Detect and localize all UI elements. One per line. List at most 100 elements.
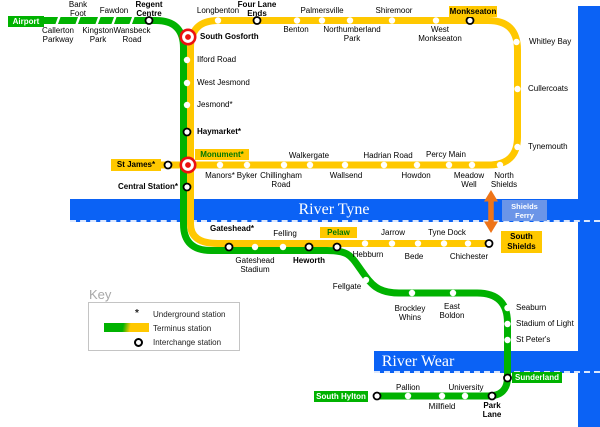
station-marker-dot: [251, 243, 259, 251]
station-label: Percy Main: [425, 150, 467, 159]
station-marker-ring: [372, 391, 382, 401]
station-marker-tick: [111, 15, 117, 26]
underground-asterisk-icon: *: [135, 308, 139, 319]
station-marker-ring: [484, 239, 494, 248]
station-marker-dot: [445, 161, 453, 169]
station-marker-dot: [341, 161, 349, 169]
station-label: Wallsend: [329, 171, 363, 180]
station-label: Gateshead*: [209, 224, 255, 233]
station-marker-ring: [224, 242, 234, 252]
station-marker-dot: [513, 38, 520, 46]
station-label: Jarrow: [380, 228, 406, 237]
station-marker-tick: [95, 15, 101, 26]
station-marker-dot: [380, 161, 388, 169]
station-marker-dot: [216, 161, 224, 169]
key-legend: * Underground station Terminus station I…: [88, 302, 240, 351]
station-marker-ring: [252, 16, 262, 25]
station-marker-ring: [503, 373, 512, 383]
station-label: Tynemouth: [528, 142, 568, 151]
station-label: Gateshead Stadium: [235, 256, 275, 274]
river-wear-label: River Wear: [381, 353, 455, 370]
station-label: West Jesmond: [197, 78, 250, 87]
terminus-south-hylton: South Hylton: [314, 391, 368, 402]
terminus-south-shields: South Shields: [501, 231, 542, 253]
station-label: Heworth: [293, 256, 325, 265]
station-marker-tick: [75, 15, 81, 26]
station-marker-dot: [438, 392, 446, 400]
station-label: Seaburn: [516, 303, 547, 312]
station-label: Meadow Well: [453, 171, 485, 189]
station-label: Manors*: [205, 171, 235, 180]
station-marker-dot: [388, 17, 396, 24]
station-marker-dot: [504, 336, 511, 344]
station-marker-dot: [432, 17, 440, 24]
terminus-sunderland: Sunderland: [512, 372, 562, 383]
station-marker-tick: [55, 15, 61, 26]
station-marker-tick: [129, 15, 135, 26]
station-label: Howdon: [401, 171, 431, 180]
station-label: Brockley Whins: [394, 304, 426, 322]
station-label: Ilford Road: [197, 55, 237, 64]
station-marker-ring: [487, 391, 497, 401]
key-item-label: Terminus station: [153, 324, 212, 333]
station-marker-dot: [408, 289, 416, 297]
station-marker-dot: [496, 161, 504, 169]
station-marker-ring: [465, 16, 475, 25]
station-marker-dot: [214, 17, 222, 24]
station-label: Chillingham Road: [260, 171, 302, 189]
station-marker-dot: [183, 56, 191, 64]
station-marker-dot: [440, 240, 448, 247]
key-title: Key: [89, 287, 112, 302]
station-label: Cullercoats: [528, 84, 569, 93]
station-label: Fawdon: [99, 6, 129, 15]
terminus-airport: Airport: [8, 16, 44, 27]
station-marker-dot: [362, 276, 370, 284]
station-label: Central Station*: [117, 182, 178, 191]
river-tyne-label: River Tyne: [298, 201, 370, 218]
station-label: Callerton Parkway: [41, 26, 75, 44]
station-marker-dot: [464, 240, 472, 247]
river-wear-band: River Wear: [374, 351, 600, 373]
station-label: Regent Centre: [135, 0, 163, 18]
station-marker-dot: [504, 320, 511, 328]
station-marker-dot: [361, 240, 369, 247]
station-label: Tyne Dock: [428, 228, 466, 237]
station-marker-dot: [306, 161, 314, 169]
station-label: Pallion: [395, 383, 421, 392]
station-label: Byker: [236, 171, 258, 180]
station-marker-dot: [414, 240, 422, 247]
station-marker-dot: [243, 161, 251, 169]
river-tyne-band: River Tyne: [70, 199, 600, 222]
station-marker-dot: [504, 304, 511, 312]
terminus-st-james: St James*: [111, 159, 161, 171]
terminus-swatch-icon: [104, 323, 149, 332]
station-label: West Monkseaton: [418, 25, 462, 43]
station-label: South Gosforth: [200, 32, 259, 41]
shields-ferry-label: Shields Ferry: [502, 200, 547, 221]
station-label: Hebburn: [352, 250, 384, 259]
station-label: East Boldon: [439, 302, 465, 320]
terminus-monkseaton: Monkseaton: [449, 6, 497, 17]
station-label: University: [448, 383, 484, 392]
station-marker-dot: [183, 101, 191, 109]
station-label: Bede: [404, 252, 424, 261]
station-label: Bank Foot: [68, 0, 88, 18]
station-marker-dot: [468, 161, 476, 169]
station-label: Park Lane: [482, 401, 502, 419]
station-label: Fellgate: [332, 282, 362, 291]
station-marker-dot: [514, 85, 521, 93]
station-label: Shiremoor: [375, 6, 413, 15]
station-marker-dot: [404, 392, 412, 400]
station-box-pelaw: Pelaw: [320, 227, 357, 238]
interchange-circle-icon: [134, 338, 143, 347]
station-marker-ring: [332, 242, 342, 252]
station-label: Kingston Park: [82, 26, 114, 44]
station-label: Northumberland Park: [323, 25, 381, 43]
station-label: Walkergate: [288, 151, 330, 160]
station-box-monument: Monument*: [195, 149, 249, 160]
station-marker-red: [179, 156, 197, 174]
station-marker-dot: [514, 143, 521, 151]
station-label: Longbenton: [196, 6, 240, 15]
